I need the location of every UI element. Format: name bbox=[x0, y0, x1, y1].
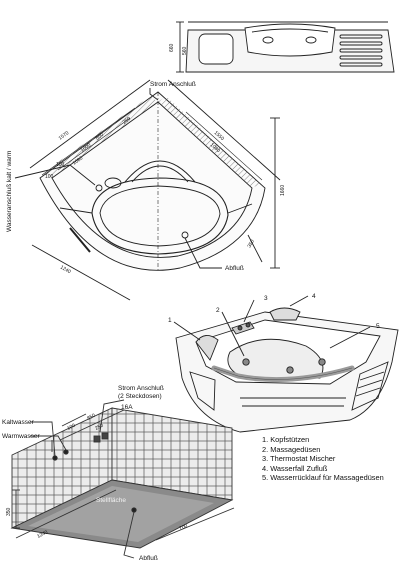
top-water-label: Wasseranschluß kalt / warm bbox=[6, 151, 13, 232]
legend-item-thermostat: 3. Thermostat Mischer bbox=[262, 454, 336, 464]
front-view bbox=[176, 21, 395, 73]
install-power-label: Strom Anschluß bbox=[118, 385, 164, 392]
callout-1: 1 bbox=[168, 317, 172, 324]
top-power-label: Strom Anschluß bbox=[150, 81, 196, 88]
dim-1550: 1550 bbox=[213, 130, 225, 142]
callout-5: 5 bbox=[376, 323, 380, 330]
dim-250-top: 250 bbox=[122, 116, 132, 126]
dim-100b: 100 bbox=[56, 162, 65, 168]
install-dim-100: 100 bbox=[66, 423, 76, 432]
top-view bbox=[14, 79, 281, 301]
install-dim-850: 850 bbox=[86, 413, 96, 422]
perspective-view bbox=[173, 295, 399, 433]
top-drain-label: Abfluß bbox=[225, 265, 244, 272]
front-height-total-label: 660 bbox=[169, 43, 175, 52]
install-sockets-label: (2 Steckdosen) bbox=[118, 393, 162, 400]
install-dim-250: 250 bbox=[94, 423, 104, 432]
legend-item-waterfall: 4. Wasserfall Zufluß bbox=[262, 463, 328, 473]
dim-850: 850 bbox=[95, 132, 105, 142]
dim-1080b: 1080 bbox=[72, 155, 85, 167]
install-warm-label: Warmwasser bbox=[2, 433, 41, 440]
install-dim-350: 350 bbox=[6, 507, 12, 516]
legend-item-return: 5. Wasserrücklauf für Massagedüsen bbox=[262, 473, 384, 483]
parts-legend: 1. Kopfstützen 2. Massagedüsen 3. Thermo… bbox=[262, 435, 384, 483]
legend-item-massage-jets: 2. Massagedüsen bbox=[262, 444, 321, 454]
dim-100: 100 bbox=[45, 174, 54, 180]
install-dim-700: 700 bbox=[179, 523, 189, 532]
dim-1660: 1660 bbox=[280, 185, 286, 196]
dim-1240: 1240 bbox=[59, 265, 72, 276]
install-floor-label: Stellfläche bbox=[96, 497, 126, 504]
install-dim-1240: 1240 bbox=[36, 529, 49, 539]
legend-item-headrests: 1. Kopfstützen bbox=[262, 435, 310, 444]
dim-1000: 1000 bbox=[80, 142, 93, 154]
callout-3: 3 bbox=[264, 295, 268, 302]
callout-4: 4 bbox=[312, 293, 316, 300]
front-height-body-label: 560 bbox=[182, 46, 188, 55]
callout-2: 2 bbox=[216, 307, 220, 314]
install-cold-label: Kaltwasser bbox=[2, 419, 35, 426]
install-drain-label: Abfluß bbox=[139, 555, 158, 562]
dim-1570: 1570 bbox=[58, 130, 71, 142]
installation-view bbox=[10, 399, 235, 559]
dim-350: 350 bbox=[247, 239, 256, 249]
install-amp-label: 16A bbox=[121, 404, 133, 411]
